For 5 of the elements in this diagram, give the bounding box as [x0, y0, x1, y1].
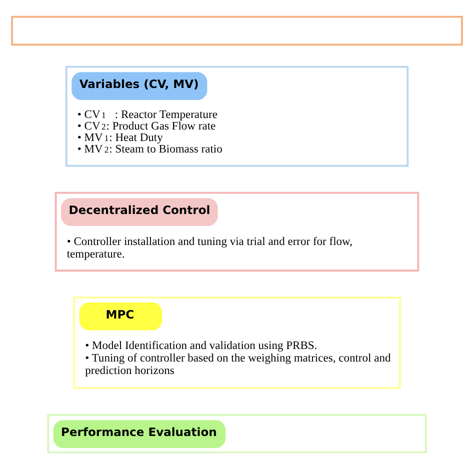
node-box: MPC • Model Identification and validation using PRBS. • Tuning of controller based on the weighing matrices, control and prediction horizons [73, 296, 401, 389]
node-box: Variables (CV, MV) • CV1 : Reactor Temperature • CV2: Product Gas Flow rate • MV1: Heat Duty • MV2: Steam to Biomass ratio [65, 66, 409, 167]
node-box: Decentralized Control • Controller installation and tuning via trial and error for flow, temperature. [54, 192, 420, 272]
node-box: Performance Evaluation [47, 414, 427, 454]
node-box [11, 16, 463, 46]
